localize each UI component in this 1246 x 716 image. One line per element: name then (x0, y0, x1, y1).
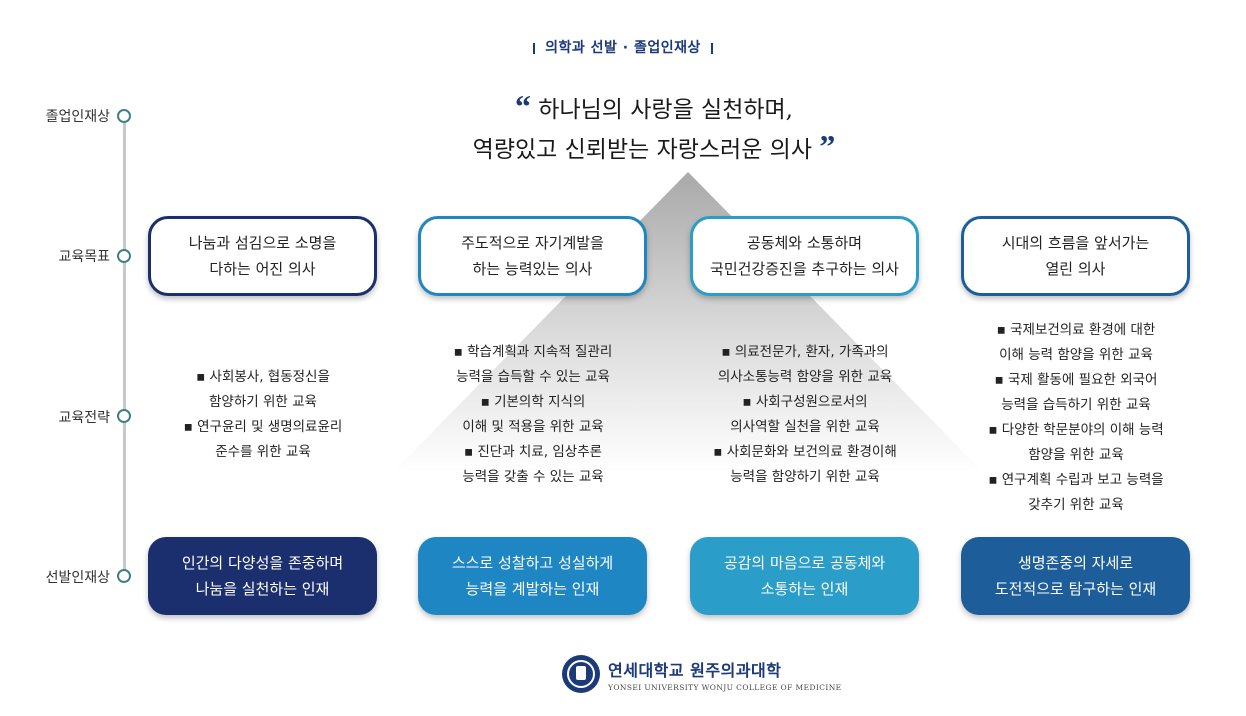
strategy-line: ▪ 다양한 학문분야의 이해 능력 (988, 422, 1164, 438)
timeline-label-selection: 선발인재상 (45, 570, 110, 586)
logo-english-name: YONSEI UNIVERSITY WONJU COLLEGE OF MEDIC… (608, 682, 842, 692)
strategy-line: ▪ 사회봉사, 협동정신을 (196, 369, 330, 385)
strategy-line: 함양하기 위한 교육 (209, 394, 317, 410)
strategy-line: ▪ 연구윤리 및 생명의료윤리 (183, 419, 343, 435)
strategy-line: ▪ 학습계획과 지속적 질관리 (453, 344, 613, 360)
header-bar-right (710, 42, 713, 54)
strategy-line: 함양을 위한 교육 (1028, 447, 1124, 463)
goal-line: 시대의 흐름을 앞서가는 (1001, 234, 1150, 252)
strategy-line: 능력을 습득하기 위한 교육 (1001, 397, 1151, 413)
timeline-label-goals: 교육목표 (58, 249, 110, 265)
strategy-line: ▪ 진단과 치료, 임상추론 (463, 444, 603, 460)
quote-text-1: 하나님의 사랑을 실천하며, (538, 97, 793, 123)
logo-korean-name: 연세대학교 원주의과대학 (608, 660, 782, 680)
timeline-dot-selection (117, 569, 131, 583)
quote-text-2: 역량있고 신뢰받는 자랑스러운 의사 (472, 137, 813, 163)
quote-line-2: 역량있고 신뢰받는 자랑스러운 의사 ” (0, 128, 1246, 168)
strategy-list-1: ▪ 사회봉사, 협동정신을 함양하기 위한 교육 ▪ 연구윤리 및 생명의료윤리… (133, 365, 393, 465)
timeline-label-strategy: 교육전략 (58, 410, 110, 426)
logo-text: 연세대학교 원주의과대학 YONSEI UNIVERSITY WONJU COL… (608, 657, 842, 692)
quote-line-1: “ 하나님의 사랑을 실천하며, (0, 88, 1246, 128)
talent-line: 나눔을 실천하는 인재 (195, 580, 330, 598)
strategy-line: 능력을 함양하기 위한 교육 (730, 469, 880, 485)
timeline-dot-graduate (117, 109, 131, 123)
strategy-line: 능력을 습득할 수 있는 교육 (456, 369, 610, 385)
open-quote-mark: “ (514, 88, 531, 124)
page-header: 의학과 선발 · 졸업인재상 (0, 37, 1246, 57)
timeline-dot-goals (117, 249, 131, 263)
strategy-line: ▪ 사회구성원으로서의 (742, 394, 868, 410)
goal-line: 공동체와 소통하며 (746, 234, 863, 252)
talent-line: 생명존중의 자세로 (1017, 554, 1134, 572)
strategy-line: 이해 및 적용을 위한 교육 (462, 419, 604, 435)
university-logo: 연세대학교 원주의과대학 YONSEI UNIVERSITY WONJU COL… (562, 655, 842, 693)
goal-line: 국민건강증진을 추구하는 의사 (710, 260, 899, 278)
strategy-list-4: ▪ 국제보건의료 환경에 대한 이해 능력 함양을 위한 교육 ▪ 국제 활동에… (946, 318, 1206, 518)
strategy-list-2: ▪ 학습계획과 지속적 질관리 능력을 습득할 수 있는 교육 ▪ 기본의학 지… (403, 340, 663, 490)
strategy-line: ▪ 연구계획 수립과 보고 능력을 (988, 472, 1164, 488)
talent-line: 스스로 성찰하고 성실하게 (451, 554, 614, 572)
goal-line: 하는 능력있는 의사 (472, 260, 593, 278)
timeline-dot-strategy (117, 409, 131, 423)
strategy-line: 준수를 위한 교육 (215, 444, 311, 460)
talent-line: 소통하는 인재 (760, 580, 849, 598)
strategy-line: ▪ 의료전문가, 환자, 가족과의 (721, 344, 889, 360)
header-bar-left (533, 42, 536, 54)
timeline-label-graduate: 졸업인재상 (45, 109, 110, 125)
strategy-line: ▪ 기본의학 지식의 (480, 394, 586, 410)
talent-line: 공감의 마음으로 공동체와 (723, 554, 886, 572)
strategy-line: ▪ 사회문화와 보건의료 환경이해 (713, 444, 897, 460)
goal-line: 열린 의사 (1045, 260, 1106, 278)
close-quote-mark: ” (819, 128, 836, 164)
strategy-line: 의사역할 실천을 위한 교육 (730, 419, 880, 435)
strategy-line: 의사소통능력 함양을 위한 교육 (717, 369, 893, 385)
strategy-list-3: ▪ 의료전문가, 환자, 가족과의 의사소통능력 함양을 위한 교육 ▪ 사회구… (675, 340, 935, 490)
strategy-line: ▪ 국제보건의료 환경에 대한 (996, 322, 1156, 338)
strategy-line: 능력을 갖출 수 있는 교육 (462, 469, 604, 485)
university-seal-icon (562, 655, 600, 693)
graduate-vision-quote: “ 하나님의 사랑을 실천하며, 역량있고 신뢰받는 자랑스러운 의사 ” (62, 88, 1246, 168)
goal-line: 나눔과 섬김으로 소명을 (188, 234, 337, 252)
talent-line: 인간의 다양성을 존중하며 (181, 554, 344, 572)
goal-line: 다하는 어진 의사 (209, 260, 316, 278)
talent-line: 도전적으로 탐구하는 인재 (994, 580, 1157, 598)
strategy-line: 이해 능력 함양을 위한 교육 (999, 347, 1153, 363)
strategy-line: 갖추기 위한 교육 (1028, 497, 1124, 513)
header-title: 의학과 선발 · 졸업인재상 (545, 40, 701, 56)
goal-line: 주도적으로 자기계발을 (461, 234, 604, 252)
talent-line: 능력을 계발하는 인재 (465, 580, 600, 598)
timeline-line (123, 122, 126, 577)
strategy-line: ▪ 국제 활동에 필요한 외국어 (994, 372, 1158, 388)
